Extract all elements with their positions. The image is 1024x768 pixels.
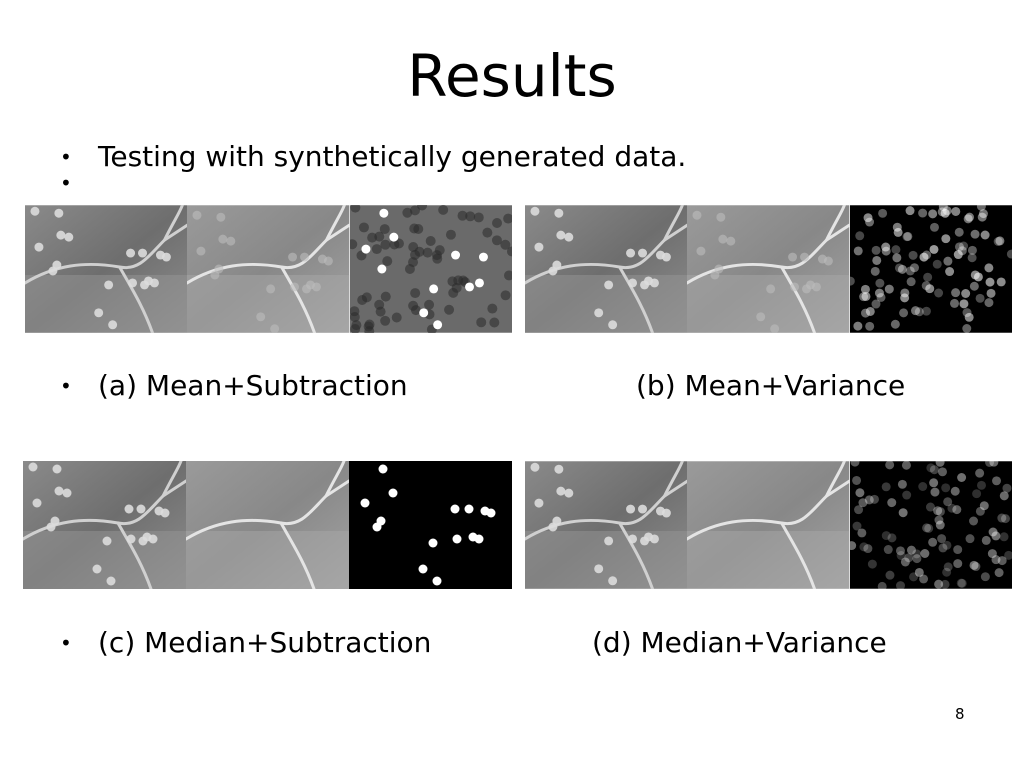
figure-d-input-panel	[525, 461, 688, 589]
bullet-dot: •	[60, 374, 72, 398]
figure-a-input-panel	[25, 205, 188, 333]
figure-c-background-panel	[186, 461, 349, 589]
figure-c-input-panel	[23, 461, 186, 589]
figure-b-background-panel	[687, 205, 850, 333]
figure-d-strip	[525, 461, 1012, 589]
figure-b-result-panel	[849, 205, 1012, 333]
figure-a-background-panel	[187, 205, 350, 333]
bullet-dot: •	[60, 171, 72, 195]
caption-b: (b) Mean+Variance	[636, 369, 906, 402]
caption-c: (c) Median+Subtraction	[98, 626, 432, 659]
figure-a-strip	[25, 205, 512, 333]
figure-d-result-panel	[849, 461, 1012, 589]
page-number: 8	[955, 705, 965, 723]
slide-title: Results	[407, 42, 617, 110]
figure-b-input-panel	[525, 205, 688, 333]
bullet-text: Testing with synthetically generated dat…	[98, 140, 687, 173]
caption-d: (d) Median+Variance	[592, 626, 887, 659]
figure-d-background-panel	[687, 461, 850, 589]
caption-a: (a) Mean+Subtraction	[98, 369, 408, 402]
bullet-dot: •	[60, 631, 72, 655]
figure-c-strip	[23, 461, 512, 589]
figure-c-result-panel	[349, 461, 512, 589]
figure-a-result-panel	[349, 205, 512, 333]
bullet-dot: •	[60, 145, 72, 169]
figure-b-strip	[525, 205, 1012, 333]
